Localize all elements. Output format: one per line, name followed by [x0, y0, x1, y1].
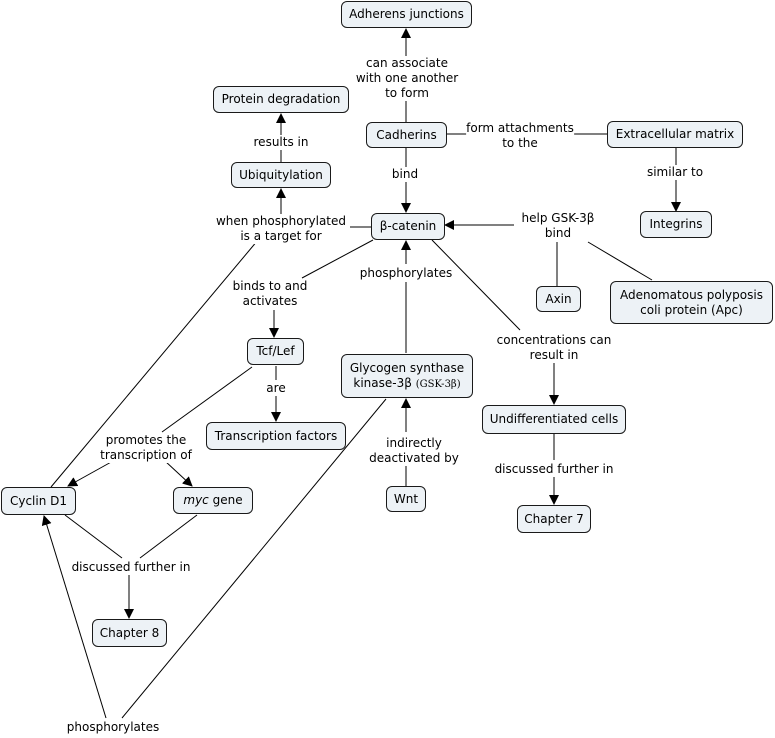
node-gsk-3b[interactable]: Glycogen synthase kinase-3β (GSK-3β) [341, 354, 473, 398]
label-phosphorylates-bottom: phosphorylates [66, 720, 160, 735]
node-protein-degradation[interactable]: Protein degradation [213, 86, 349, 113]
label-similar-to: similar to [646, 165, 704, 180]
edge-beta-catenin-binds [301, 239, 374, 279]
node-chapter-8[interactable]: Chapter 8 [92, 619, 167, 647]
edge-promotes-cyclin [67, 460, 114, 487]
node-myc-gene[interactable]: myc gene [173, 487, 253, 514]
node-wnt[interactable]: Wnt [386, 486, 426, 512]
node-cyclin-d1[interactable]: Cyclin D1 [1, 487, 76, 515]
edge-gsk-phos-bottom [121, 398, 387, 719]
node-cadherins[interactable]: Cadherins [366, 122, 447, 148]
edge-myc-discussed [139, 514, 198, 559]
label-bind: bind [391, 167, 419, 182]
edge-promotes-myc [164, 460, 193, 487]
node-integrins[interactable]: Integrins [640, 211, 712, 238]
label-indirectly: indirectly deactivated by [369, 436, 459, 466]
node-undifferentiated-cells[interactable]: Undifferentiated cells [482, 405, 626, 434]
node-apc[interactable]: Adenomatous polyposis coli protein (Apc) [610, 281, 773, 324]
node-ubiquitylation[interactable]: Ubiquitylation [231, 162, 331, 188]
node-extracellular-matrix[interactable]: Extracellular matrix [607, 121, 743, 148]
edge-beta-catenin-concentrations [431, 239, 521, 331]
edge-cyclin-discussed [64, 514, 123, 559]
node-beta-catenin[interactable]: β-catenin [371, 213, 445, 240]
label-can-associate: can associate with one another to form [355, 56, 459, 101]
node-axin[interactable]: Axin [536, 286, 581, 312]
node-transcription-factors[interactable]: Transcription factors [206, 422, 346, 450]
label-concentrations: concentrations can result in [496, 333, 612, 363]
label-help-gsk: help GSK-3β bind [521, 211, 595, 241]
label-results-in: results in [253, 135, 309, 150]
label-discussed-right: discussed further in [494, 462, 614, 477]
label-phosphorylates-top: phosphorylates [359, 266, 453, 281]
label-are: are [266, 381, 286, 396]
label-binds-activates: binds to and activates [232, 279, 308, 309]
node-tcf-lef[interactable]: Tcf/Lef [247, 338, 304, 365]
edge-cyclin-to-when-phos [50, 239, 259, 488]
label-discussed-left: discussed further in [71, 560, 191, 575]
label-promotes: promotes the transcription of [100, 433, 192, 463]
label-form-attachments: form attachments to the [466, 121, 574, 151]
edge-apc-help [587, 241, 653, 281]
edge-tcf-promotes [161, 366, 253, 433]
label-when-phosphorylated: when phosphorylated is a target for [215, 214, 347, 244]
node-chapter-7[interactable]: Chapter 7 [517, 505, 591, 533]
node-adherens-junctions[interactable]: Adherens junctions [341, 1, 472, 28]
edge-phos-bottom-cyclin [41, 515, 107, 719]
